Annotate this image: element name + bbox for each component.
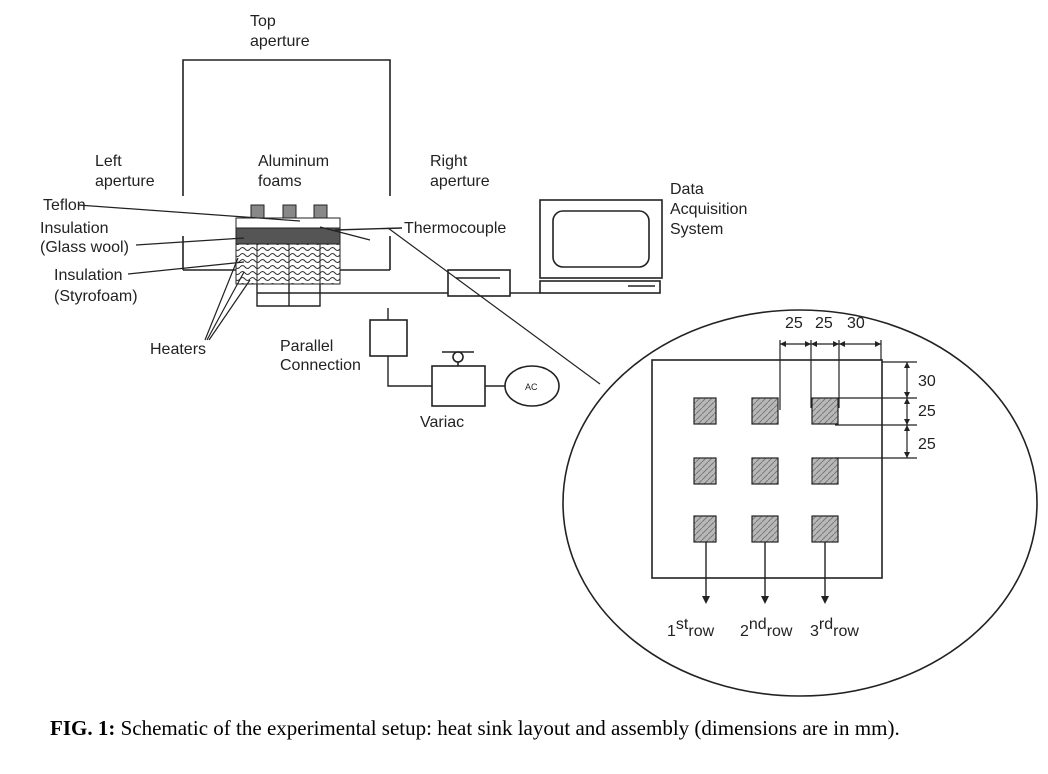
foam-r2-c2 xyxy=(751,457,779,485)
styrofoam-label-line2: (Styrofoam) xyxy=(54,288,138,305)
aluminum-foams-label-line2: foams xyxy=(258,173,302,190)
figure-caption-text: Schematic of the experimental setup: hea… xyxy=(115,716,900,740)
foam-block-1 xyxy=(250,204,265,219)
variac-knob xyxy=(452,351,464,363)
foam-r2-c1 xyxy=(693,457,717,485)
row-arrows xyxy=(702,542,829,604)
dim-top-2: 25 xyxy=(815,315,833,332)
parallel-connection-box xyxy=(369,319,408,357)
glass-wool-layer xyxy=(235,227,341,245)
magnifier-circle xyxy=(562,309,1038,697)
glass-wool-label-line2: (Glass wool) xyxy=(40,239,129,256)
keyboard xyxy=(539,280,661,294)
row-label-1: 1strow xyxy=(667,616,715,640)
row-label-2: 2ndrow xyxy=(740,616,793,640)
teflon-layer xyxy=(235,217,341,229)
data-acquisition-system xyxy=(447,199,663,297)
dim-right-1: 30 xyxy=(918,373,936,390)
leader-lines xyxy=(77,204,301,341)
right-aperture-label-line2: aperture xyxy=(430,173,490,190)
parallel-connection-label-line2: Connection xyxy=(280,357,361,374)
foam-r1-c3 xyxy=(811,397,839,425)
aluminum-foams-label-line1: Aluminum xyxy=(258,153,329,170)
daq-label-line3: System xyxy=(670,221,723,238)
foam-r1-c1 xyxy=(693,397,717,425)
teflon-label: Teflon xyxy=(43,197,86,214)
foam-block-3 xyxy=(313,204,328,219)
heaters-label: Heaters xyxy=(150,341,206,358)
row-label-3: 3rdrow xyxy=(810,616,859,640)
top-aperture-label-line1: Top xyxy=(250,13,276,30)
left-aperture-label-line1: Left xyxy=(95,153,122,170)
styrofoam-label-line1: Insulation xyxy=(54,267,123,284)
daq-label-line1: Data xyxy=(670,181,704,198)
dim-top-1: 25 xyxy=(785,315,803,332)
dim-right-2: 25 xyxy=(918,403,936,420)
experimental-setup-schematic: Top aperture Left aperture Aluminum foam… xyxy=(40,13,1038,697)
power-supply xyxy=(369,319,560,407)
daq-label-line2: Acquisition xyxy=(670,201,747,218)
figure-caption-prefix: FIG. 1: xyxy=(50,716,116,740)
wiring xyxy=(256,226,540,387)
foam-r3-c3 xyxy=(811,515,839,543)
foam-r2-c3 xyxy=(811,457,839,485)
glass-wool-label-line1: Insulation xyxy=(40,220,109,237)
magnified-detail xyxy=(387,227,1038,697)
foam-r3-c2 xyxy=(751,515,779,543)
left-aperture-label-line2: aperture xyxy=(95,173,155,190)
ac-label: AC xyxy=(525,382,538,392)
ac-source xyxy=(504,365,560,407)
monitor xyxy=(539,199,663,279)
daq-unit xyxy=(447,269,511,297)
foam-block-2 xyxy=(282,204,297,219)
figure-caption: FIG. 1: Schematic of the experimental se… xyxy=(50,716,1040,741)
dim-right-3: 25 xyxy=(918,436,936,453)
variac-box xyxy=(431,365,486,407)
heat-sink-assembly xyxy=(235,204,341,285)
foam-r1-c2 xyxy=(751,397,779,425)
dim-top-3: 30 xyxy=(847,315,865,332)
thermocouple-label: Thermocouple xyxy=(404,220,506,237)
top-aperture-label-line2: aperture xyxy=(250,33,310,50)
foam-r3-c1 xyxy=(693,515,717,543)
styrofoam-layer xyxy=(235,243,341,285)
base-plate xyxy=(651,359,883,579)
right-aperture-label-line1: Right xyxy=(430,153,468,170)
variac-label: Variac xyxy=(420,414,464,431)
foam-grid xyxy=(693,397,839,543)
dimension-arrows xyxy=(780,341,910,458)
dimension-lines xyxy=(779,340,917,459)
parallel-connection-label-line1: Parallel xyxy=(280,338,333,355)
